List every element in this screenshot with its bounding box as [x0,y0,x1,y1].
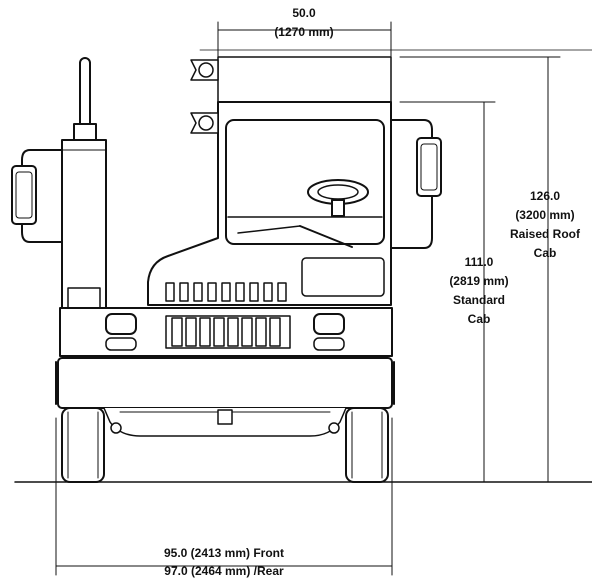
left-mirror [11,149,63,243]
standard-height-caption: Standard [452,293,505,307]
right-mirror [391,119,442,249]
raised-roof-height-caption: Raised Roof [509,227,580,241]
cab-width-metric: (1270 mm) [274,25,334,39]
track-width-front: 95.0 (2413 mm) Front [163,546,285,560]
front-bumper [55,357,395,409]
cab-width-label: 50.0 (1270 mm) [244,4,364,42]
cab-body [147,101,392,306]
left-wheel [61,407,105,483]
raised-roof-height-value: 126.0 [529,189,561,203]
track-width-label: 95.0 (2413 mm) Front 97.0 (2464 mm) /Rea… [124,544,324,580]
front-frame [59,307,393,357]
standard-height-metric: (2819 mm) [449,274,509,288]
side-louvers [165,282,287,302]
raised-roof-height-metric: (3200 mm) [515,208,575,222]
height-dimensions [399,56,561,483]
standard-height-caption-2: Cab [467,312,491,326]
right-wheel [345,407,389,483]
exhaust-stack [61,57,107,309]
raised-roof-height-label: 126.0 (3200 mm) Raised Roof Cab [498,187,592,263]
cab-width-value: 50.0 [292,6,316,20]
track-width-dimension [55,417,393,576]
front-axle [103,407,347,437]
cab-width-dimension [199,21,592,61]
track-width-rear: 97.0 (2464 mm) /Rear [164,564,284,578]
raised-roof-height-caption-2: Cab [533,246,557,260]
standard-height-value: 111.0 [464,255,494,269]
raised-roof [190,56,392,103]
standard-height-label: 111.0 (2819 mm) Standard Cab [436,253,522,329]
